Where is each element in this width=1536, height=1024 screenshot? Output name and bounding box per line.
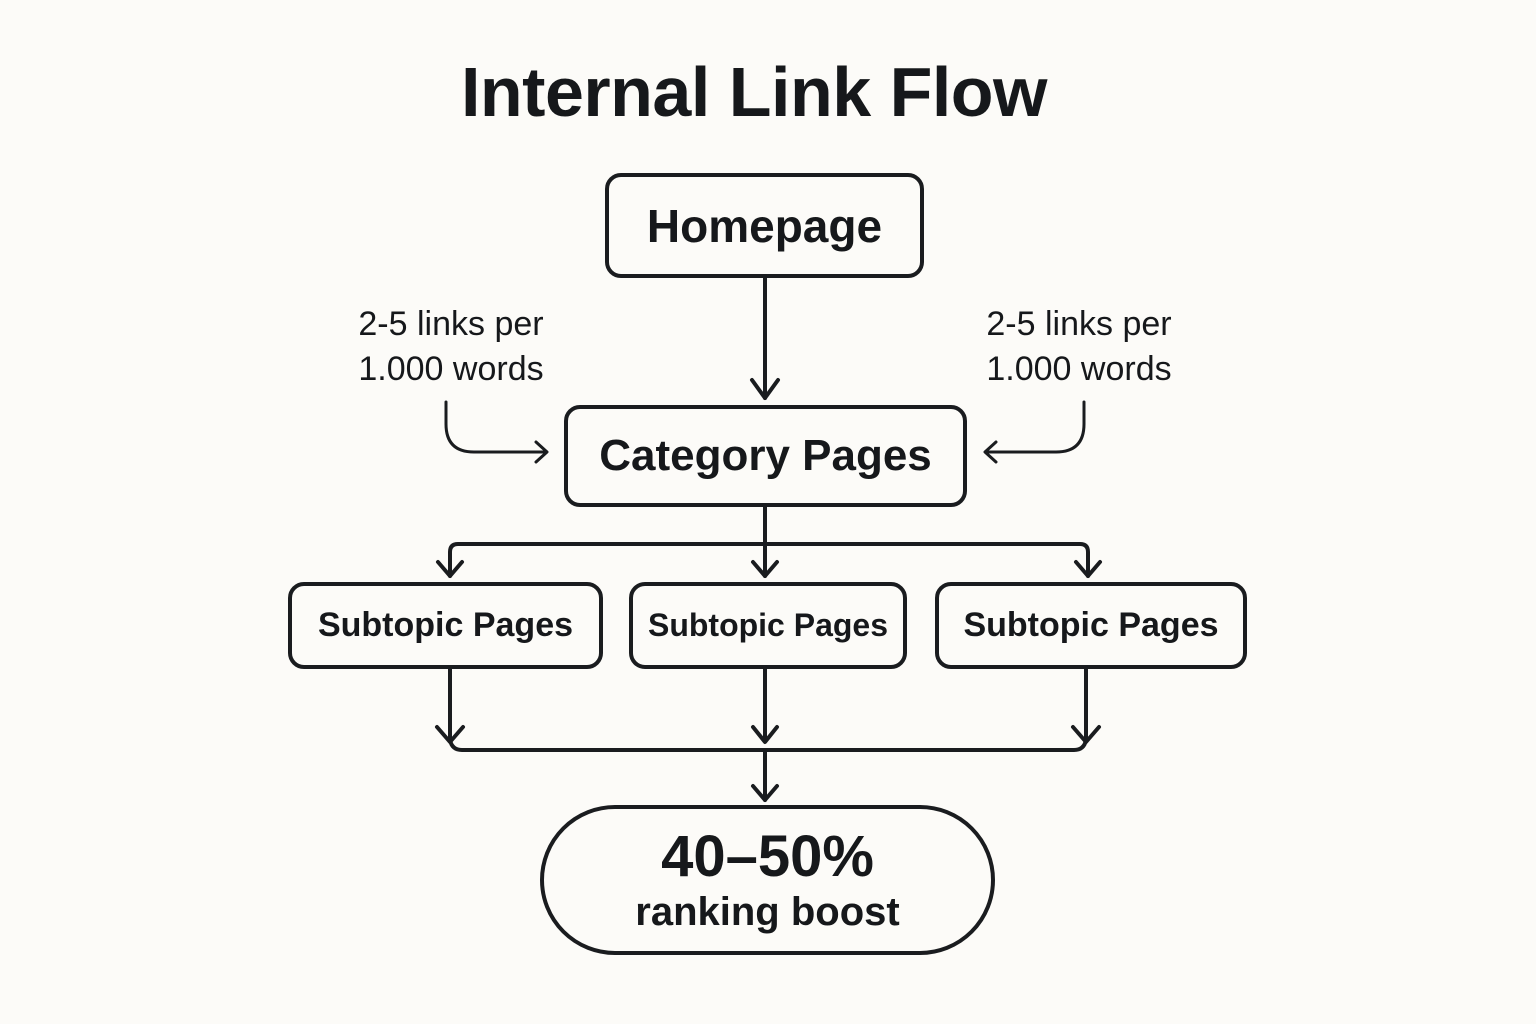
subtopic-pages-label: Subtopic Pages [317,606,574,644]
annotation-left-line1: 2-5 links per [358,305,544,343]
subtopic-pages-label: Subtopic Pages [963,606,1219,644]
annotation-arrow-left [444,400,549,464]
diagram-title: Internal Link Flow [460,53,1048,131]
subtopic-pages-node: Subtopic Pages [629,582,907,669]
arrow-subtopics-to-result [435,667,1101,802]
homepage-node: Homepage [605,173,924,278]
arrow-category-to-subtopics [436,505,1102,578]
subtopic-pages-label: Subtopic Pages [647,607,889,643]
arrow-home-to-category [750,276,780,400]
annotation-left: 2-5 links per 1.000 words [311,302,591,392]
homepage-label: Homepage [646,199,883,252]
annotation-right: 2-5 links per 1.000 words [939,302,1219,392]
category-pages-node: Category Pages [564,405,967,507]
annotation-arrow-right [983,400,1086,464]
annotation-right-line2: 1.000 words [986,350,1172,388]
ranking-boost-node: 40–50% ranking boost [540,805,995,955]
subtopic-pages-node: Subtopic Pages [935,582,1247,669]
annotation-right-line1: 2-5 links per [986,305,1172,343]
ranking-boost-value: 40–50% [661,824,874,889]
category-pages-label: Category Pages [599,431,932,480]
annotation-left-line2: 1.000 words [358,350,544,388]
subtopic-pages-node: Subtopic Pages [288,582,603,669]
ranking-boost-label: ranking boost [635,890,900,934]
